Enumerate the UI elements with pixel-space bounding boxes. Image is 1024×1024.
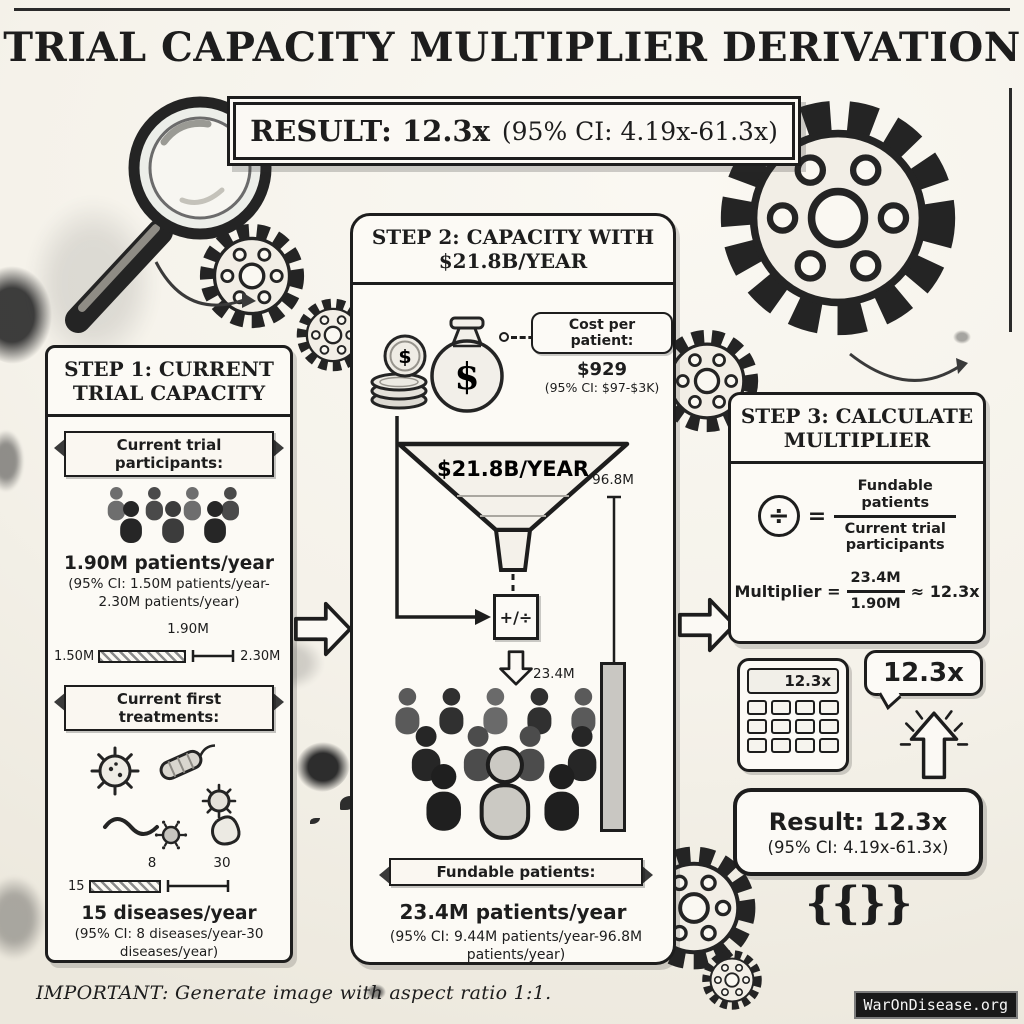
watermark-badge: WarOnDisease.org — [853, 991, 1018, 1019]
flow-arrow-down-icon — [499, 650, 533, 686]
treatments-ci: (95% CI: 8 diseases/year-30 diseases/yea… — [74, 926, 264, 960]
ink-stain — [0, 430, 24, 492]
participants-ci: (95% CI: 1.50M patients/year-2.30M patie… — [68, 576, 270, 610]
participants-value: 1.90M patients/year — [64, 553, 274, 575]
crowd-icon — [395, 688, 597, 846]
connector-dot — [499, 332, 509, 342]
dollar-icon: $ — [454, 356, 479, 398]
range-bar — [98, 649, 187, 663]
frame-line — [14, 8, 1010, 11]
scale-value-label: 23.4M — [533, 666, 575, 682]
burst-arrow-up-icon — [899, 710, 969, 780]
money-bag-icon: $ — [430, 316, 504, 413]
microbes-icon — [90, 744, 241, 850]
speech-bubble: 12.3x — [864, 650, 983, 696]
dollar-icon: $ — [398, 346, 411, 368]
step3-title: STEP 3: CALCULATE MULTIPLIER — [731, 395, 983, 465]
final-result-value: Result: 12.3x — [768, 807, 948, 836]
ink-stain — [953, 330, 971, 344]
fraction-numerator: Fundable patients — [834, 478, 957, 518]
step3-panel: STEP 3: CALCULATE MULTIPLIER ÷ = Fundabl… — [728, 392, 986, 644]
final-result-box: Result: 12.3x (95% CI: 4.19x-61.3x) — [733, 788, 983, 876]
treatments-value: 15 diseases/year — [81, 903, 257, 925]
ink-stain — [296, 742, 350, 792]
ink-stain — [28, 198, 158, 368]
plus-divide-glyph: +/÷ — [499, 607, 533, 627]
multiplier-equation: Multiplier = 23.4M 1.90M ≈ 12.3x — [731, 570, 983, 612]
result-value: RESULT: 12.3x — [250, 114, 490, 148]
flow-arrow-right-icon — [678, 597, 736, 653]
multiplier-label: Multiplier = — [734, 581, 841, 601]
cost-ci: (95% CI: $97-$3K) — [544, 380, 660, 395]
range-bar — [88, 879, 161, 893]
funnel-label: $21.8B/YEAR — [437, 457, 589, 481]
fundable-value: 23.4M patients/year — [399, 900, 627, 924]
equation-denominator: 1.90M — [850, 595, 901, 612]
range-high-label: 30 — [213, 855, 231, 872]
equation-result: ≈ 12.3x — [910, 581, 980, 601]
fraction-denominator: Current trial participants — [844, 520, 946, 554]
equals-sign: = — [807, 503, 827, 529]
cost-value: $929 — [576, 359, 628, 380]
step2-title: STEP 2: CAPACITY WITH $21.8B/YEAR — [353, 216, 673, 286]
treatments-banner: Current first treatments: — [54, 685, 284, 732]
dashed-connector — [511, 336, 543, 339]
step2-panel: STEP 2: CAPACITY WITH $21.8B/YEAR $ $ — [350, 213, 676, 965]
step1-panel: STEP 1: CURRENT TRIAL CAPACITY Current t… — [45, 345, 293, 963]
treatments-banner-label: Current first treatments: — [116, 690, 222, 727]
fundable-patients-bar — [600, 662, 626, 832]
division-operator-icon: +/÷ — [493, 594, 539, 640]
fundable-banner-label: Fundable patients: — [436, 863, 596, 881]
step1-title: STEP 1: CURRENT TRIAL CAPACITY — [48, 348, 290, 418]
funnel-icon: $21.8B/YEAR — [396, 441, 630, 596]
calculator-keys — [747, 700, 839, 753]
range-low-label: 1.50M — [54, 648, 95, 664]
frame-line — [1009, 88, 1012, 332]
fundable-ci: (95% CI: 9.44M patients/year-96.8M patie… — [389, 929, 643, 964]
bubble-value: 12.3x — [883, 658, 964, 688]
result-banner: RESULT: 12.3x (95% CI: 4.19x-61.3x) — [233, 102, 795, 160]
fundable-banner: Fundable patients: — [379, 858, 653, 886]
cost-per-patient-block: Cost per patient: $929 (95% CI: $97-$3K) — [531, 312, 673, 395]
money-icon: $ $ — [370, 316, 504, 413]
patients-group-icon — [107, 487, 239, 544]
formula-fraction: Fundable patients Current trial particip… — [834, 478, 957, 554]
page-title: TRIAL CAPACITY MULTIPLIER DERIVATION — [3, 24, 1021, 71]
participants-range-bar: 1.90M 1.50M 2.30M — [54, 621, 284, 667]
flow-arrow-right-icon — [294, 601, 352, 657]
equation-fraction: 23.4M 1.90M — [846, 570, 905, 612]
braces-ornament: {{}} — [805, 878, 912, 929]
scale-max-label: 96.8M — [592, 472, 634, 488]
range-high-label: 2.30M — [240, 648, 281, 664]
error-bar-vertical-icon — [607, 495, 621, 664]
equation-numerator: 23.4M — [846, 570, 905, 593]
curved-arrow-icon — [849, 352, 968, 382]
error-bar-icon — [191, 650, 235, 663]
ink-stain — [366, 984, 386, 1000]
calculator-display: 12.3x — [747, 668, 839, 694]
range-point-label: 15 — [68, 878, 85, 894]
range-point-label: 1.90M — [167, 621, 209, 638]
calculator-icon: 12.3x — [737, 658, 849, 772]
range-low-label: 8 — [147, 855, 157, 872]
treatments-range-bar: 8 30 15 — [54, 855, 284, 897]
ratio-formula: ÷ = Fundable patients Current trial part… — [731, 478, 983, 554]
divide-glyph: ÷ — [767, 501, 790, 532]
flow-pipe-icon — [395, 416, 491, 625]
error-bar-icon — [166, 880, 229, 893]
ink-stain — [0, 876, 46, 960]
final-result-ci: (95% CI: 4.19x-61.3x) — [767, 837, 949, 857]
cost-label: Cost per patient: — [531, 312, 673, 354]
participants-banner-label: Current trial participants: — [114, 436, 224, 473]
participants-banner: Current trial participants: — [54, 431, 284, 478]
coins-icon: $ — [370, 334, 428, 410]
footer-note: IMPORTANT: Generate image with aspect ra… — [36, 982, 552, 1004]
gear-icon — [700, 948, 764, 1012]
result-ci: (95% CI: 4.19x-61.3x) — [501, 116, 778, 146]
divide-circle-icon: ÷ — [757, 495, 800, 538]
curved-arrow-icon — [154, 261, 256, 308]
